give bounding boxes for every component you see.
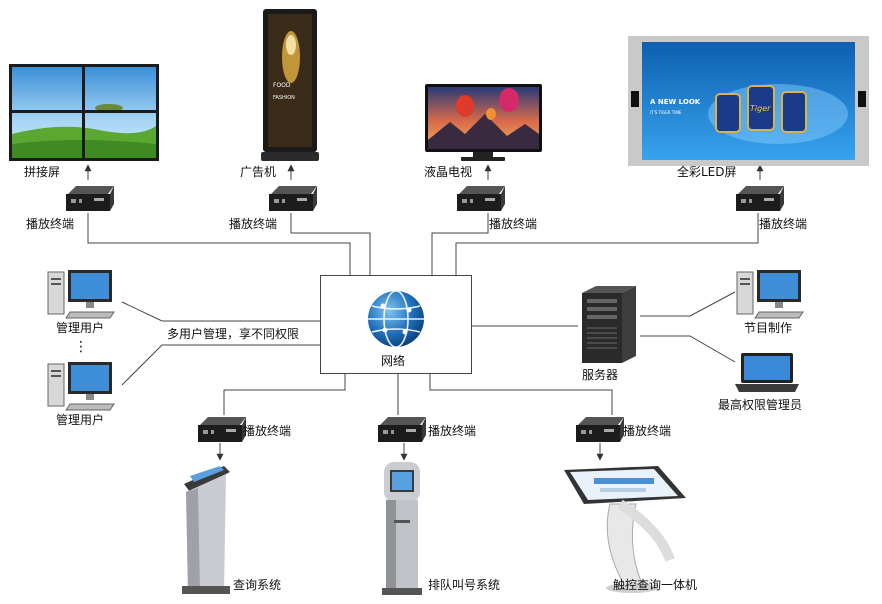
ad-food-text: FOOD <box>273 82 291 89</box>
globe-icon <box>368 290 424 348</box>
admin-computer-icon <box>47 362 115 411</box>
queue-system-label: 排队叫号系统 <box>428 578 501 592</box>
player-terminal-device <box>457 186 505 211</box>
touch-kiosk-label: 触控查询一体机 <box>613 578 698 592</box>
multi-user-note: 多用户管理，享不同权限 <box>167 327 300 341</box>
player-terminal-device <box>198 417 246 442</box>
queue-kiosk-image <box>382 462 422 595</box>
touch-kiosk-image <box>564 466 686 593</box>
ad-machine-image: FOOD FASHION <box>261 9 319 161</box>
laptop-icon <box>735 353 799 392</box>
led-screen-image: Tiger A NEW LOOK IT'S TIGER TIME <box>628 36 869 166</box>
player-terminal-label: 播放终端 <box>759 217 808 231</box>
player-terminal-label: 播放终端 <box>428 424 477 438</box>
admin-user-label: 管理用户 <box>56 413 105 427</box>
player-terminal-device <box>269 186 317 211</box>
player-terminal-device <box>66 186 114 211</box>
server-label: 服务器 <box>582 368 619 382</box>
admin-computer-icon <box>47 270 115 319</box>
player-terminal-label: 播放终端 <box>26 217 75 231</box>
video-wall-label: 拼接屏 <box>24 165 61 179</box>
player-terminal-device <box>576 417 624 442</box>
lcd-tv-label: 液晶电视 <box>424 165 473 179</box>
ad-fashion-text: FASHION <box>273 95 295 101</box>
ellipsis-vertical: ⋮ <box>74 339 88 355</box>
top-admin-label: 最高权限管理员 <box>718 398 803 412</box>
player-terminal-device <box>736 186 784 211</box>
led-screen-label: 全彩LED屏 <box>677 165 737 179</box>
program-production-label: 节目制作 <box>744 321 793 335</box>
player-terminal-label: 播放终端 <box>243 424 292 438</box>
player-terminal-device <box>378 417 426 442</box>
lcd-tv-image <box>425 84 542 161</box>
player-terminal-label: 播放终端 <box>489 217 538 231</box>
network-box: 网络 <box>320 275 472 374</box>
player-terminal-label: 播放终端 <box>229 217 278 231</box>
production-computer-icon <box>736 270 804 319</box>
server-icon <box>582 286 636 363</box>
led-sub-text: IT'S TIGER TIME <box>650 110 682 115</box>
led-brand-text: Tiger <box>750 104 771 113</box>
ad-machine-label: 广告机 <box>240 165 277 179</box>
led-headline-text: A NEW LOOK <box>650 98 701 106</box>
query-system-label: 查询系统 <box>233 578 282 592</box>
network-label: 网络 <box>381 354 406 368</box>
player-terminal-label: 播放终端 <box>623 424 672 438</box>
video-wall-image <box>9 64 159 161</box>
admin-user-label: 管理用户 <box>56 321 105 335</box>
query-kiosk-image <box>182 466 230 594</box>
